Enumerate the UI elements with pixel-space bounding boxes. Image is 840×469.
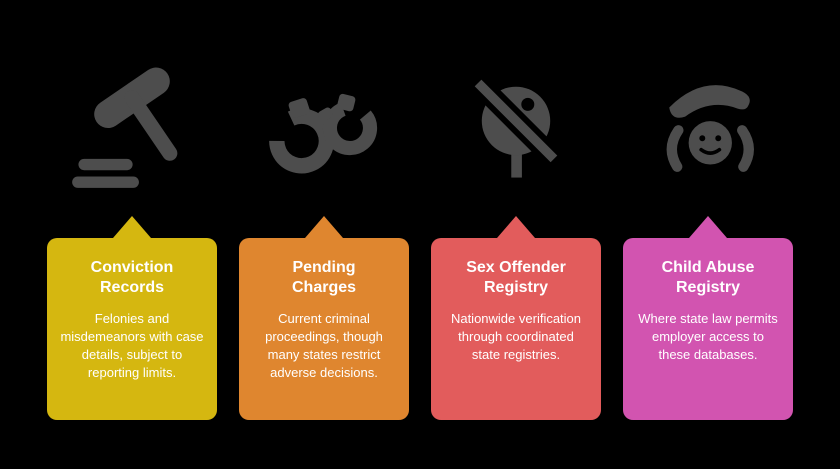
card-sex-offender-registry: Sex Offender Registry Nationwide verific… — [431, 238, 601, 420]
card-pending-charges: Pending Charges Current criminal proceed… — [239, 238, 409, 420]
card-body: Felonies and misdemeanors with case deta… — [60, 311, 204, 380]
column-child-abuse-registry: Child Abuse Registry Where state law per… — [623, 52, 793, 420]
card-pointer — [113, 216, 151, 238]
card-body: Where state law permits employer access … — [638, 311, 778, 362]
card-title: Pending Charges — [291, 259, 357, 296]
card-pointer — [689, 216, 727, 238]
handcuffs-icon — [265, 52, 383, 204]
column-sex-offender-registry: Sex Offender Registry Nationwide verific… — [431, 52, 601, 420]
card-child-abuse-registry: Child Abuse Registry Where state law per… — [623, 238, 793, 420]
card-pointer — [305, 216, 343, 238]
banned-registry-icon — [457, 52, 575, 204]
card-body: Nationwide verification through coordina… — [450, 311, 582, 362]
column-pending-charges: Pending Charges Current criminal proceed… — [239, 52, 409, 420]
column-conviction-records: Conviction Records Felonies and misdemea… — [47, 52, 217, 420]
hand-over-child-icon — [651, 52, 765, 204]
card-pointer — [497, 216, 535, 238]
card-title: Child Abuse Registry — [661, 259, 755, 296]
card-body: Current criminal proceedings, though man… — [265, 311, 383, 380]
card-title: Sex Offender Registry — [466, 259, 566, 296]
card-conviction-records: Conviction Records Felonies and misdemea… — [47, 238, 217, 420]
card-title: Conviction Records — [90, 259, 174, 296]
gavel-icon — [69, 52, 195, 204]
